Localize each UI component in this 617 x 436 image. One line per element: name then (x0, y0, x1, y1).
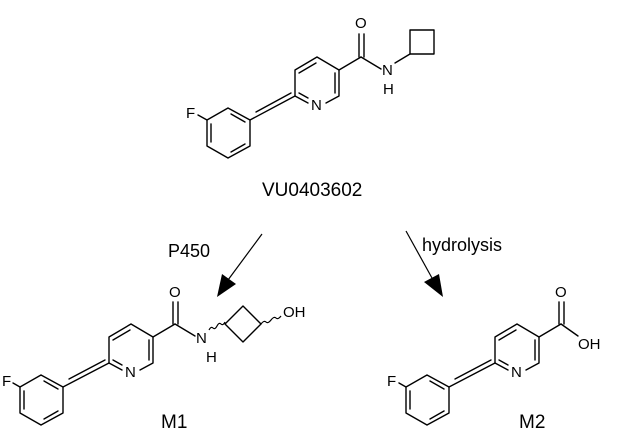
m1-name: M1 (161, 412, 187, 433)
hydrolysis-label: hydrolysis (422, 235, 502, 255)
m1-fluorine-label: F (2, 373, 11, 390)
m2-hydroxyl-label: OH (578, 336, 601, 353)
parent-compound: F N O N H (186, 15, 435, 159)
parent-amide-nitrogen-label: N (382, 62, 393, 79)
hydrolysis-arrow (405, 230, 443, 297)
parent-amide-hydrogen-label: H (383, 81, 394, 98)
p450-label: P450 (168, 241, 210, 261)
m1-carbonyl-oxygen-label: O (169, 284, 181, 301)
parent-fluorophenyl-ring (197, 107, 251, 159)
m1-hydroxycyclobutyl-ring (224, 305, 282, 343)
m2-alkyne (448, 359, 496, 388)
metabolite-m2: F N O OH (387, 284, 601, 426)
m1-pyridine-ring (108, 323, 154, 371)
m2-carbonyl-oxygen-label: O (555, 284, 567, 301)
m2-fluorine-label: F (387, 373, 396, 390)
parent-alkyne (249, 92, 296, 121)
m1-amide (152, 301, 226, 338)
m1-hydroxyl-label: OH (283, 304, 306, 321)
m1-fluorophenyl-ring (12, 374, 64, 426)
parent-pyridine-ring (294, 56, 340, 104)
parent-ring-nitrogen-label: N (311, 97, 322, 114)
metabolite-m1: F N O N H OH (2, 284, 306, 426)
m1-amide-nitrogen-label: N (196, 330, 207, 347)
m2-pyridine-ring (494, 323, 540, 371)
p450-arrow (217, 233, 263, 297)
m1-ring-nitrogen-label: N (125, 364, 136, 381)
parent-fluorine-label: F (186, 105, 195, 122)
m1-amide-hydrogen-label: H (206, 349, 217, 366)
m2-fluorophenyl-ring (398, 374, 450, 426)
parent-amide (338, 33, 411, 71)
m2-ring-nitrogen-label: N (511, 364, 522, 381)
m1-alkyne (62, 359, 110, 388)
parent-cyclobutyl-ring (409, 29, 435, 55)
parent-carbonyl-oxygen-label: O (355, 15, 367, 32)
m2-carboxylic-acid (538, 301, 579, 338)
parent-compound-name: VU0403602 (262, 180, 362, 201)
m2-name: M2 (519, 412, 545, 433)
